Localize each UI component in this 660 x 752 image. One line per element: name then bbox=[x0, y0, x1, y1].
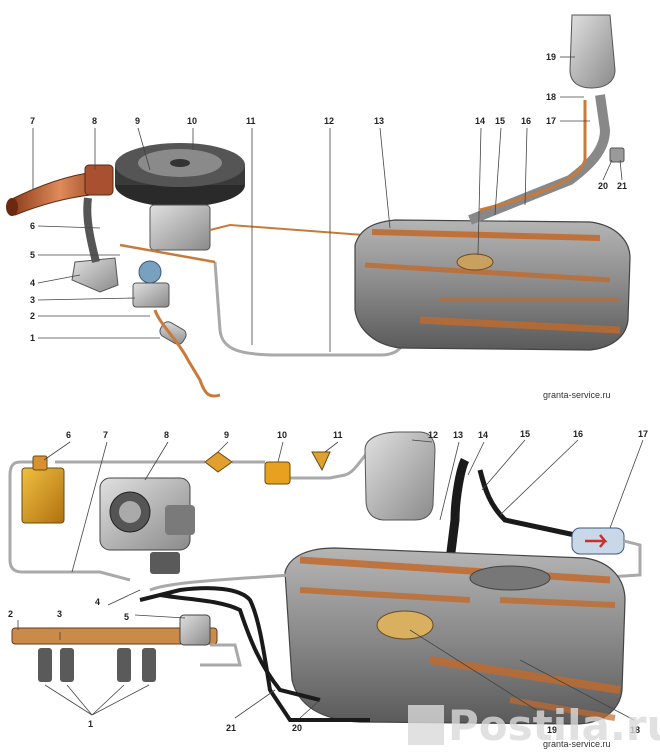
bottom-callout-4: 4 bbox=[95, 597, 100, 607]
top-callout-6: 6 bbox=[30, 221, 35, 231]
bottom-callout-6: 6 bbox=[66, 430, 71, 440]
bottom-callout-21: 21 bbox=[226, 723, 236, 733]
inline-fuel-filter bbox=[571, 527, 625, 555]
loop-line bbox=[8, 460, 131, 582]
top-leaders bbox=[32, 56, 623, 352]
bottom-callout-7: 7 bbox=[103, 430, 108, 440]
throttle-body bbox=[84, 164, 114, 196]
top-callout-5: 5 bbox=[30, 250, 35, 260]
bottom-watermark: granta-service.ru bbox=[543, 739, 611, 749]
top-callout-8: 8 bbox=[92, 116, 97, 126]
top-callout-15: 15 bbox=[495, 116, 505, 126]
top-diagram: 1 2 3 4 5 6 7 8 9 10 11 12 13 14 15 16 1… bbox=[6, 14, 631, 400]
top-callout-7: 7 bbox=[30, 116, 35, 126]
fuel-rail bbox=[11, 614, 218, 682]
supply-line-20 bbox=[159, 593, 321, 702]
bottom-callout-15: 15 bbox=[520, 429, 530, 439]
bottom-callout-14: 14 bbox=[478, 430, 488, 440]
vapor-line bbox=[119, 243, 216, 264]
bottom-callout-10: 10 bbox=[277, 430, 287, 440]
top-callout-13: 13 bbox=[374, 116, 384, 126]
valve-21 bbox=[609, 147, 625, 163]
hose-14 bbox=[477, 469, 576, 538]
bottom-callout-8: 8 bbox=[164, 430, 169, 440]
pressure-regulator bbox=[138, 260, 162, 284]
top-callout-2: 2 bbox=[30, 311, 35, 321]
bottom-callout-13: 13 bbox=[453, 430, 463, 440]
fuel-return-line bbox=[153, 309, 221, 398]
vent-tube bbox=[479, 100, 587, 212]
vertical-hose bbox=[83, 197, 100, 263]
manifold-bracket bbox=[71, 257, 119, 293]
canister bbox=[21, 467, 65, 524]
top-callout-11: 11 bbox=[246, 116, 256, 126]
top-callout-1: 1 bbox=[30, 333, 35, 343]
top-callout-20: 20 bbox=[598, 181, 608, 191]
check-valve bbox=[204, 451, 233, 473]
top-callout-16: 16 bbox=[521, 116, 531, 126]
brand-watermark: Postila.ru bbox=[408, 701, 660, 750]
filler-neck bbox=[468, 94, 611, 225]
bottom-callout-20: 20 bbox=[292, 723, 302, 733]
top-callout-19: 19 bbox=[546, 52, 556, 62]
hose-13 bbox=[445, 457, 470, 561]
top-callout-14: 14 bbox=[475, 116, 485, 126]
pressure-line bbox=[139, 586, 370, 722]
top-callout-9: 9 bbox=[135, 116, 140, 126]
grey-line-5 bbox=[149, 573, 291, 592]
separator-body bbox=[569, 14, 616, 89]
bottom-callout-12: 12 bbox=[428, 430, 438, 440]
bottom-callout-19: 19 bbox=[547, 725, 557, 735]
brand-watermark-text: Postila.ru bbox=[448, 701, 660, 750]
bottom-diagram: 1 2 3 4 5 6 7 8 9 10 11 12 13 14 15 16 1… bbox=[8, 429, 648, 749]
top-callout-18: 18 bbox=[546, 92, 556, 102]
bottom-callout-18: 18 bbox=[630, 725, 640, 735]
fuel-tank-bottom bbox=[284, 547, 626, 725]
separator-tank bbox=[364, 431, 436, 521]
top-callout-17: 17 bbox=[546, 116, 556, 126]
injectors bbox=[38, 648, 156, 682]
bottom-callout-5: 5 bbox=[124, 612, 129, 622]
vent-valve bbox=[311, 451, 331, 472]
top-callout-12: 12 bbox=[324, 116, 334, 126]
bottom-callout-9: 9 bbox=[224, 430, 229, 440]
bottom-callout-17: 17 bbox=[638, 429, 648, 439]
top-watermark: granta-service.ru bbox=[543, 390, 611, 400]
bottom-callout-1: 1 bbox=[88, 719, 93, 729]
top-callout-4: 4 bbox=[30, 278, 35, 288]
top-callout-3: 3 bbox=[30, 295, 35, 305]
throttle-housing bbox=[149, 204, 211, 251]
fuel-tank-top bbox=[354, 219, 631, 351]
bottom-callout-16: 16 bbox=[573, 429, 583, 439]
bottom-callout-3: 3 bbox=[57, 609, 62, 619]
rail-return-line bbox=[200, 643, 242, 667]
valve-body bbox=[132, 282, 170, 308]
air-filter bbox=[115, 143, 245, 207]
top-callout-21: 21 bbox=[617, 181, 627, 191]
bottom-callout-2: 2 bbox=[8, 609, 13, 619]
top-callout-10: 10 bbox=[187, 116, 197, 126]
bottom-callout-11: 11 bbox=[333, 430, 343, 440]
bottom-leaders bbox=[17, 439, 644, 721]
canister-valve bbox=[32, 455, 48, 471]
purge-valve bbox=[264, 461, 291, 485]
throttle-assembly bbox=[99, 477, 195, 574]
